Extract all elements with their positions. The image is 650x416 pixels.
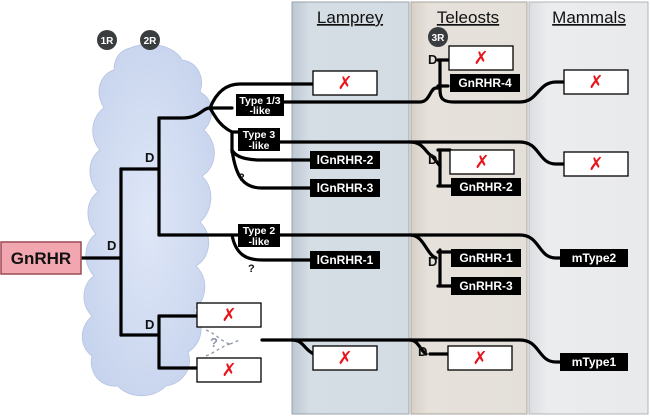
receptor-box-teleost-4 bbox=[450, 74, 520, 92]
type2-label-box bbox=[238, 224, 280, 247]
receptor-box-teleost-1 bbox=[451, 249, 521, 267]
teleosts-panel bbox=[410, 1, 528, 415]
mammals-panel bbox=[528, 1, 649, 415]
lost-mark-lamprey-type13: ✗ bbox=[337, 73, 352, 94]
round-2r-badge bbox=[140, 30, 160, 50]
receptor-label-lamprey-1: lGnRHR-1 bbox=[317, 253, 374, 267]
lost-box-cloud-bottom bbox=[196, 357, 262, 383]
round-2r-label: 2R bbox=[144, 36, 158, 47]
tree-branches bbox=[80, 58, 566, 370]
lost-receptor-boxes: ✗ ✗ ✗ ✗ ✗ ✗ ✗ ✗ ✗ bbox=[196, 45, 629, 383]
gnrhr-root-label: GnRHR bbox=[11, 249, 71, 268]
receptor-box-lamprey-1 bbox=[310, 251, 380, 269]
receptor-boxes: lGnRHR-2 lGnRHR-3 lGnRHR-1 GnRHR-4 GnRHR… bbox=[310, 74, 628, 371]
lamprey-title: Lamprey bbox=[317, 8, 384, 27]
lost-box-teleost-type1 bbox=[447, 345, 513, 371]
round-3r-badge bbox=[428, 27, 448, 47]
receptor-label-teleost-3: GnRHR-3 bbox=[459, 279, 513, 293]
type3-label-box bbox=[238, 128, 280, 151]
lost-box-lamprey-type1 bbox=[312, 345, 378, 371]
receptor-label-teleost-2: GnRHR-2 bbox=[459, 180, 513, 194]
lost-mark-teleost-top: ✗ bbox=[473, 48, 488, 69]
receptor-box-mammal-type1 bbox=[560, 353, 628, 371]
lost-box-teleost-top bbox=[448, 45, 514, 71]
type2-label-line1: Type 2 bbox=[243, 225, 276, 237]
receptor-box-teleost-2 bbox=[451, 178, 521, 196]
lost-box-teleost-type3 bbox=[449, 149, 515, 175]
receptor-label-lamprey-2: lGnRHR-2 bbox=[317, 153, 374, 167]
duplication-label-upper: D bbox=[145, 150, 154, 165]
mammals-title: Mammals bbox=[552, 8, 626, 27]
receptor-label-lamprey-3: lGnRHR-3 bbox=[317, 181, 374, 195]
lost-box-lamprey-type13 bbox=[312, 70, 378, 96]
lost-mark-cloud-bottom: ✗ bbox=[221, 360, 236, 381]
lost-mark-mammal-type13: ✗ bbox=[588, 72, 603, 93]
lost-mark-teleost-type3: ✗ bbox=[474, 152, 489, 173]
receptor-box-lamprey-3 bbox=[310, 179, 380, 197]
lost-mark-teleost-type1: ✗ bbox=[472, 348, 487, 369]
duplication-label-teleost-4: D bbox=[428, 52, 437, 67]
duplication-label-lower: D bbox=[145, 317, 154, 332]
question-mark-lamprey-1: ? bbox=[248, 263, 255, 275]
duplication-cloud bbox=[81, 44, 215, 397]
question-mark-lamprey-3: ? bbox=[238, 172, 245, 184]
duplication-label-root: D bbox=[107, 238, 116, 253]
lost-mark-lamprey-type1: ✗ bbox=[337, 348, 352, 369]
type2-label-line2: -like bbox=[248, 236, 269, 248]
type13-label-line2: -like bbox=[249, 105, 270, 117]
type13-label-line1: Type 1/3 bbox=[239, 95, 280, 107]
round-1r-badge bbox=[97, 30, 117, 50]
receptor-box-mammal-type2 bbox=[560, 249, 628, 267]
type3-label-line2: -like bbox=[248, 140, 269, 152]
duplication-label-mtype1: D bbox=[418, 344, 427, 359]
lost-box-cloud-top bbox=[196, 302, 262, 328]
teleosts-title: Teleosts bbox=[437, 8, 499, 27]
uncertain-links bbox=[205, 329, 241, 357]
receptor-label-teleost-4: GnRHR-4 bbox=[458, 76, 512, 90]
receptor-label-mammal-type2: mType2 bbox=[572, 251, 617, 265]
lost-mark-mammal-type3: ✗ bbox=[588, 154, 603, 175]
receptor-box-lamprey-2 bbox=[310, 151, 380, 169]
duplication-label-teleost-2: D bbox=[428, 152, 437, 167]
gnrhr-root-box bbox=[0, 241, 82, 275]
uncertain-question-mark: ? bbox=[210, 335, 218, 350]
lost-mark-cloud-top: ✗ bbox=[221, 305, 236, 326]
lost-box-mammal-type13 bbox=[563, 69, 629, 95]
type3-label-line1: Type 3 bbox=[243, 129, 276, 141]
receptor-box-teleost-3 bbox=[451, 277, 521, 295]
receptor-label-teleost-1: GnRHR-1 bbox=[459, 251, 513, 265]
lost-box-mammal-type3 bbox=[563, 151, 629, 177]
round-3r-label: 3R bbox=[432, 33, 446, 44]
type13-label-box bbox=[236, 94, 284, 116]
receptor-label-mammal-type1: mType1 bbox=[572, 355, 617, 369]
round-1r-label: 1R bbox=[101, 36, 115, 47]
duplication-label-teleost-13: D bbox=[428, 254, 437, 269]
